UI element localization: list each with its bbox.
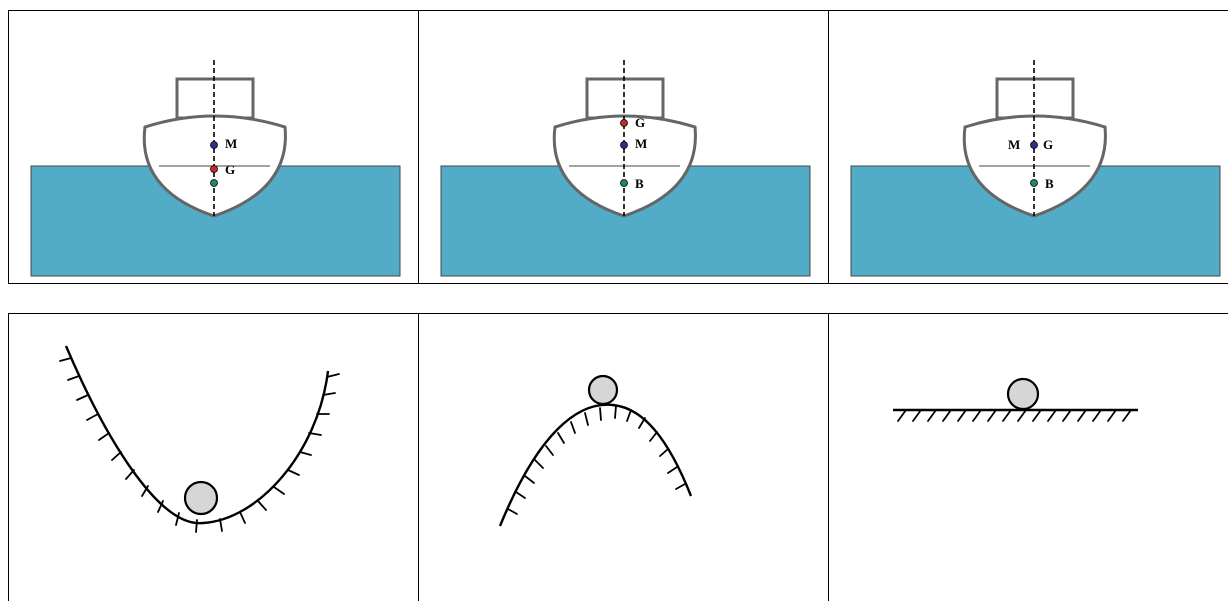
point-b — [621, 180, 628, 187]
label-m: M — [1008, 137, 1020, 152]
point-mg — [1031, 142, 1038, 149]
label-g: G — [635, 115, 645, 130]
ball-panel-neutral — [828, 313, 1228, 601]
ship-diagram-neutral: M G B — [828, 10, 1228, 283]
point-b — [1031, 180, 1038, 187]
hill-surface — [500, 405, 691, 526]
point-g — [621, 120, 628, 127]
ball-in-valley-icon — [8, 313, 418, 601]
point-m — [211, 142, 218, 149]
ball — [1008, 379, 1038, 409]
label-m: M — [635, 136, 647, 151]
ship-diagram-unstable: G M B — [418, 10, 828, 283]
label-m: M — [225, 136, 237, 151]
label-b: B — [635, 176, 644, 191]
hatch-marks — [898, 410, 1131, 421]
point-b — [211, 180, 218, 187]
ship-diagram-stable: M G — [8, 10, 418, 283]
top-row-bottom-border — [8, 283, 1228, 284]
label-b: B — [1045, 176, 1054, 191]
label-g: G — [225, 162, 235, 177]
hatch-marks — [508, 406, 685, 514]
point-g — [211, 166, 218, 173]
ball-panel-unstable — [418, 313, 828, 601]
ball-panel-stable — [8, 313, 418, 601]
ball — [185, 482, 217, 514]
ship-panel-stable: M G — [8, 10, 418, 283]
ball — [589, 376, 617, 404]
ball-on-flat-icon — [828, 313, 1228, 601]
ship-panel-neutral: M G B — [828, 10, 1228, 283]
point-m — [621, 142, 628, 149]
label-g: G — [1043, 137, 1053, 152]
ball-on-hill-icon — [418, 313, 828, 601]
ship-panel-unstable: G M B — [418, 10, 828, 283]
